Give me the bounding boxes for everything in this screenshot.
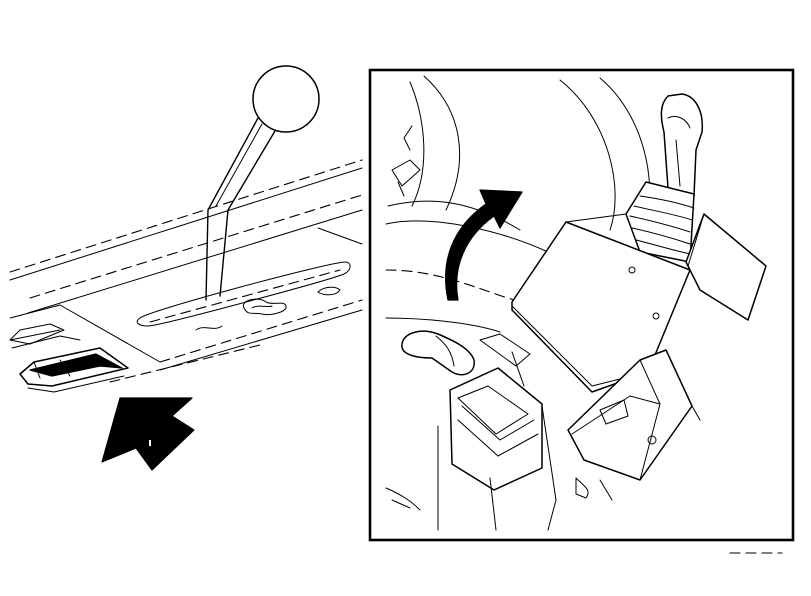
lever-pedal bbox=[9, 323, 129, 393]
left-panel bbox=[9, 65, 363, 471]
arrow-pointer bbox=[101, 397, 195, 471]
shift-gate-plate bbox=[136, 261, 351, 331]
rotation-arrow bbox=[445, 189, 523, 301]
gear-shift-lever bbox=[205, 65, 320, 301]
mounting-bracket bbox=[567, 349, 701, 501]
console-plate bbox=[9, 159, 363, 383]
joystick-control bbox=[511, 93, 767, 393]
inset-frame bbox=[368, 68, 795, 542]
secondary-lever bbox=[385, 330, 557, 531]
inset-panel bbox=[368, 68, 795, 542]
